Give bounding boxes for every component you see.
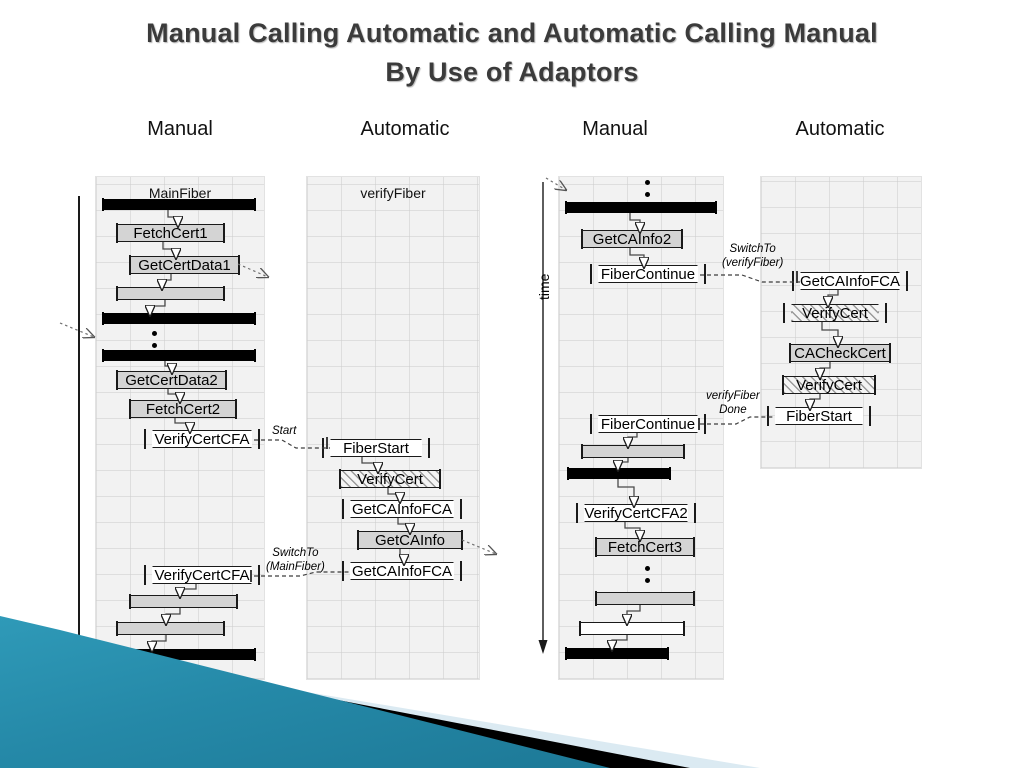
block-bar [116,286,225,301]
left-margin-rule [78,196,80,676]
annotation-verifyfiber-done: verifyFiber Done [706,390,760,417]
block-getcertdata2[interactable]: GetCertData2 [116,370,227,390]
block-getcainfofca[interactable]: GetCAInfoFCA [342,499,462,519]
panel-title-main-fiber: MainFiber [148,185,212,201]
block-getcainfo[interactable]: GetCAInfo [357,530,463,550]
block-bar [567,467,671,480]
block-fiberstart[interactable]: FiberStart [767,406,871,426]
block-fibercontinue[interactable]: FiberContinue [590,264,706,284]
block-bar [581,444,685,459]
annotation-switch-to-mainfiber: SwitchTo (MainFiber) [266,547,325,574]
block-fetchcert3[interactable]: FetchCert3 [595,537,695,557]
pointer-arrow [59,322,94,337]
block-verifycertcfa[interactable]: VerifyCertCFA [144,565,260,585]
block-fetchcert1[interactable]: FetchCert1 [116,223,225,243]
column-header-manual-2: Manual [582,118,648,140]
block-getcainfo2[interactable]: GetCAInfo2 [581,229,683,249]
block-verifycert[interactable]: VerifyCert [782,375,876,395]
time-axis-label: time [536,273,552,300]
block-verifycertcfa2[interactable]: VerifyCertCFA2 [576,503,696,523]
column-header-manual-1: Manual [147,118,213,140]
block-getcainfofca[interactable]: GetCAInfoFCA [342,561,462,581]
annotation-switch-to-verifyfiber: SwitchTo (verifyFiber) [722,243,784,270]
ribbon-teal [0,616,610,768]
panel-verify-fiber: verifyFiber [306,176,480,680]
ellipsis-dots [645,566,650,583]
page-title: Manual Calling Automatic and Automatic C… [0,14,1024,92]
block-getcainfofca[interactable]: GetCAInfoFCA [792,271,908,291]
block-fetchcert2[interactable]: FetchCert2 [129,399,237,419]
block-verifycert[interactable]: VerifyCert [339,469,441,489]
block-fibercontinue[interactable]: FiberContinue [590,414,706,434]
block-cacheckcert[interactable]: CACheckCert [789,343,891,363]
title-line-1: Manual Calling Automatic and Automatic C… [146,18,878,48]
block-bar [565,201,717,214]
block-bar [102,198,256,211]
block-fiberstart[interactable]: FiberStart [322,438,430,458]
block-bar [102,312,256,325]
column-header-automatic-1: Automatic [360,118,450,140]
block-bar [595,591,695,606]
panel-title-verify-fiber: verifyFiber [360,185,426,201]
block-verifycertcfa[interactable]: VerifyCertCFA [144,429,260,449]
annotation-start: Start [272,425,297,437]
block-getcertdata1[interactable]: GetCertData1 [129,255,240,275]
column-header-automatic-2: Automatic [795,118,885,140]
ellipsis-dots [645,180,650,197]
block-bar [102,349,256,362]
decorative-ribbon [0,616,760,768]
title-line-2: By Use of Adaptors [385,57,639,88]
block-verifycert[interactable]: VerifyCert [783,303,887,323]
